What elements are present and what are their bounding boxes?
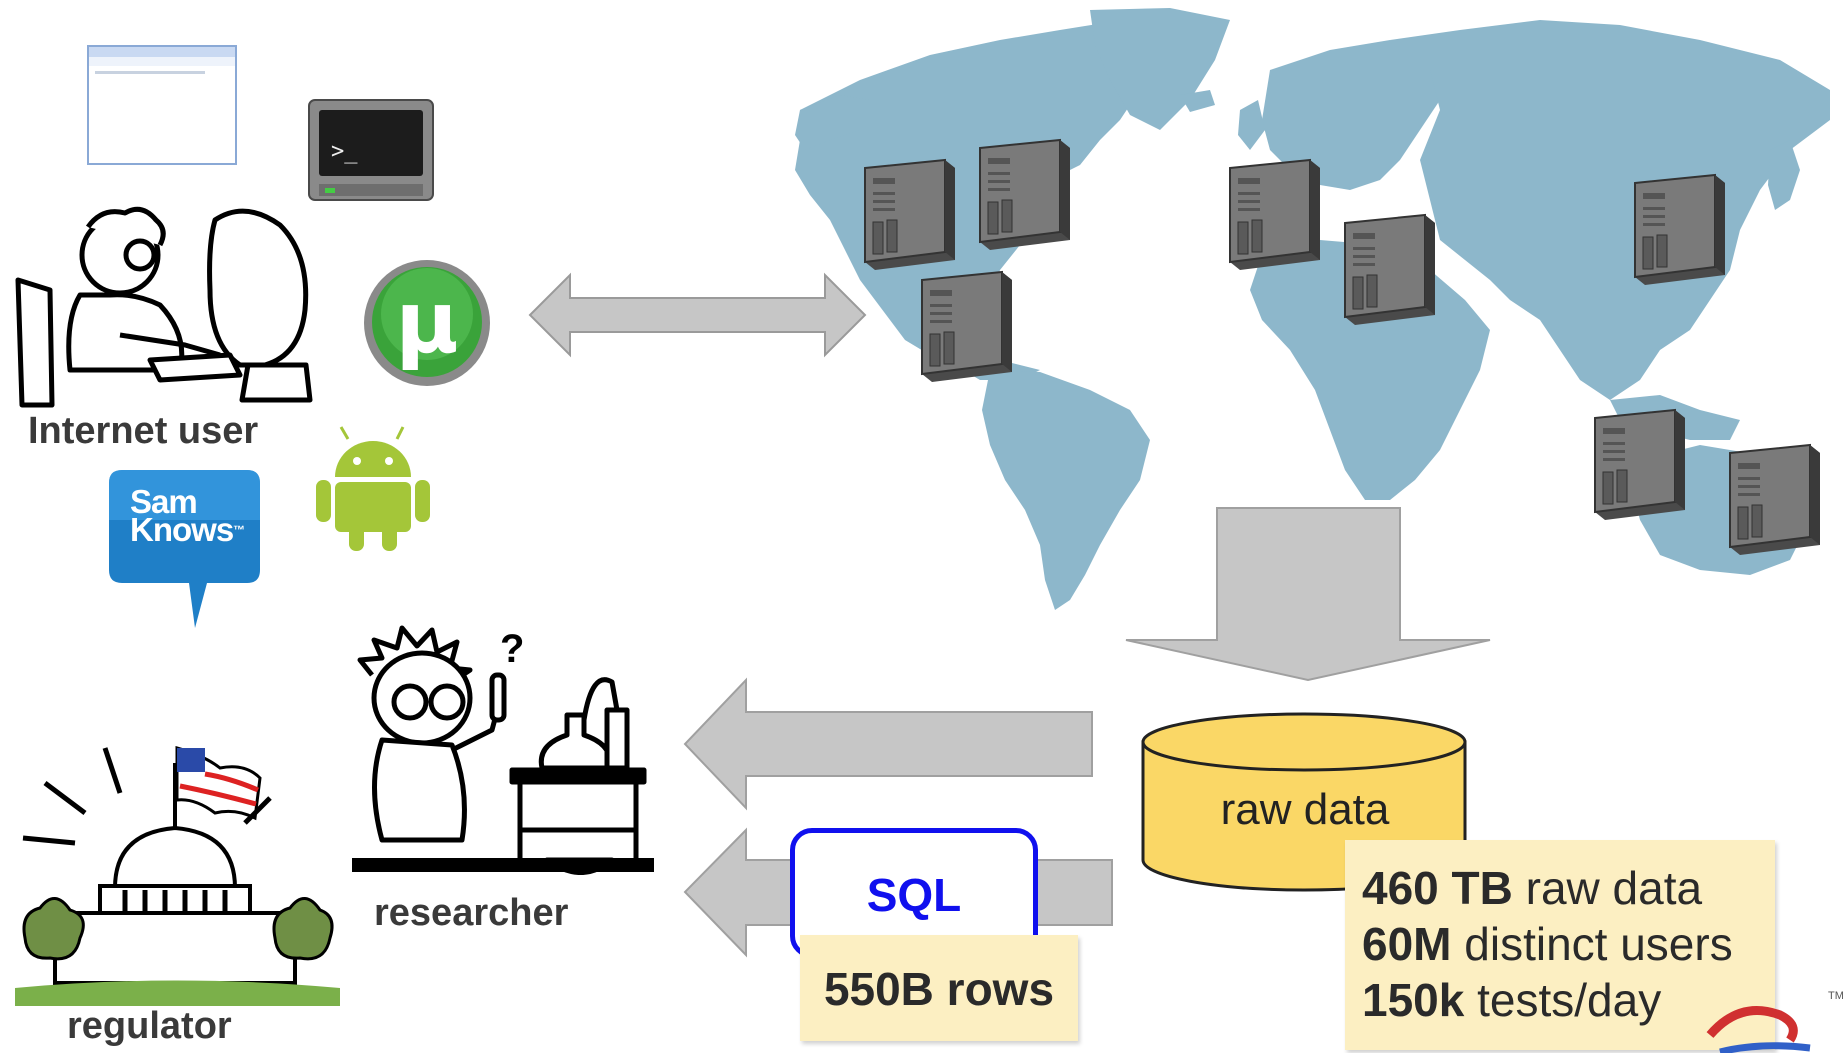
alaska-shape bbox=[795, 95, 870, 150]
stat-line: 150k tests/day bbox=[1362, 974, 1662, 1026]
researcher-label: researcher bbox=[374, 892, 569, 934]
greenland-shape bbox=[1090, 8, 1230, 130]
rows-label: 550B rows bbox=[823, 963, 1055, 1015]
north-america-shape bbox=[795, 22, 1160, 380]
stat-line: 60M distinct users bbox=[1362, 918, 1733, 970]
google-logo-fragment bbox=[1706, 1006, 1811, 1053]
uk-shape bbox=[1238, 100, 1265, 150]
down-arrow-icon bbox=[1125, 507, 1491, 682]
iceland-shape bbox=[1180, 90, 1215, 112]
sql-label: SQL bbox=[866, 869, 962, 921]
samknows-text: Sam Knows™ bbox=[130, 483, 245, 548]
stats-note bbox=[1345, 840, 1775, 1050]
internet-user-label: Internet user bbox=[28, 410, 259, 452]
researcher-icon: ? bbox=[352, 625, 654, 875]
japan-shape bbox=[1768, 140, 1800, 210]
south-america-shape bbox=[982, 370, 1150, 610]
europe-shape bbox=[1262, 40, 1440, 190]
android-icon bbox=[316, 426, 430, 551]
asia-shape bbox=[1390, 20, 1830, 400]
browser-window-icon bbox=[87, 45, 237, 165]
rows-note bbox=[800, 935, 1078, 1041]
svg-text:?: ? bbox=[500, 627, 524, 671]
double-arrow-icon bbox=[528, 272, 867, 358]
regulator-capitol-icon bbox=[15, 746, 340, 1006]
samknows-line2: Knows™ bbox=[130, 511, 245, 548]
svg-text:>_: >_ bbox=[331, 139, 358, 164]
raw-data-label: raw data bbox=[1220, 785, 1390, 834]
svg-text:µ: µ bbox=[395, 273, 458, 373]
samknows-line1: Sam bbox=[130, 483, 198, 520]
utorrent-icon: µ bbox=[364, 260, 490, 386]
google-tm: TM bbox=[1828, 990, 1844, 1002]
samknows-logo-icon bbox=[109, 470, 260, 628]
left-arrow-top-icon bbox=[683, 677, 1093, 811]
regulator-label: regulator bbox=[67, 1005, 232, 1047]
internet-user-icon bbox=[15, 206, 313, 408]
stats-list: 460 TB raw data 60M distinct users 150k … bbox=[1362, 860, 1733, 1028]
terminal-icon: >_ bbox=[308, 99, 434, 201]
stat-line: 460 TB raw data bbox=[1362, 862, 1703, 914]
